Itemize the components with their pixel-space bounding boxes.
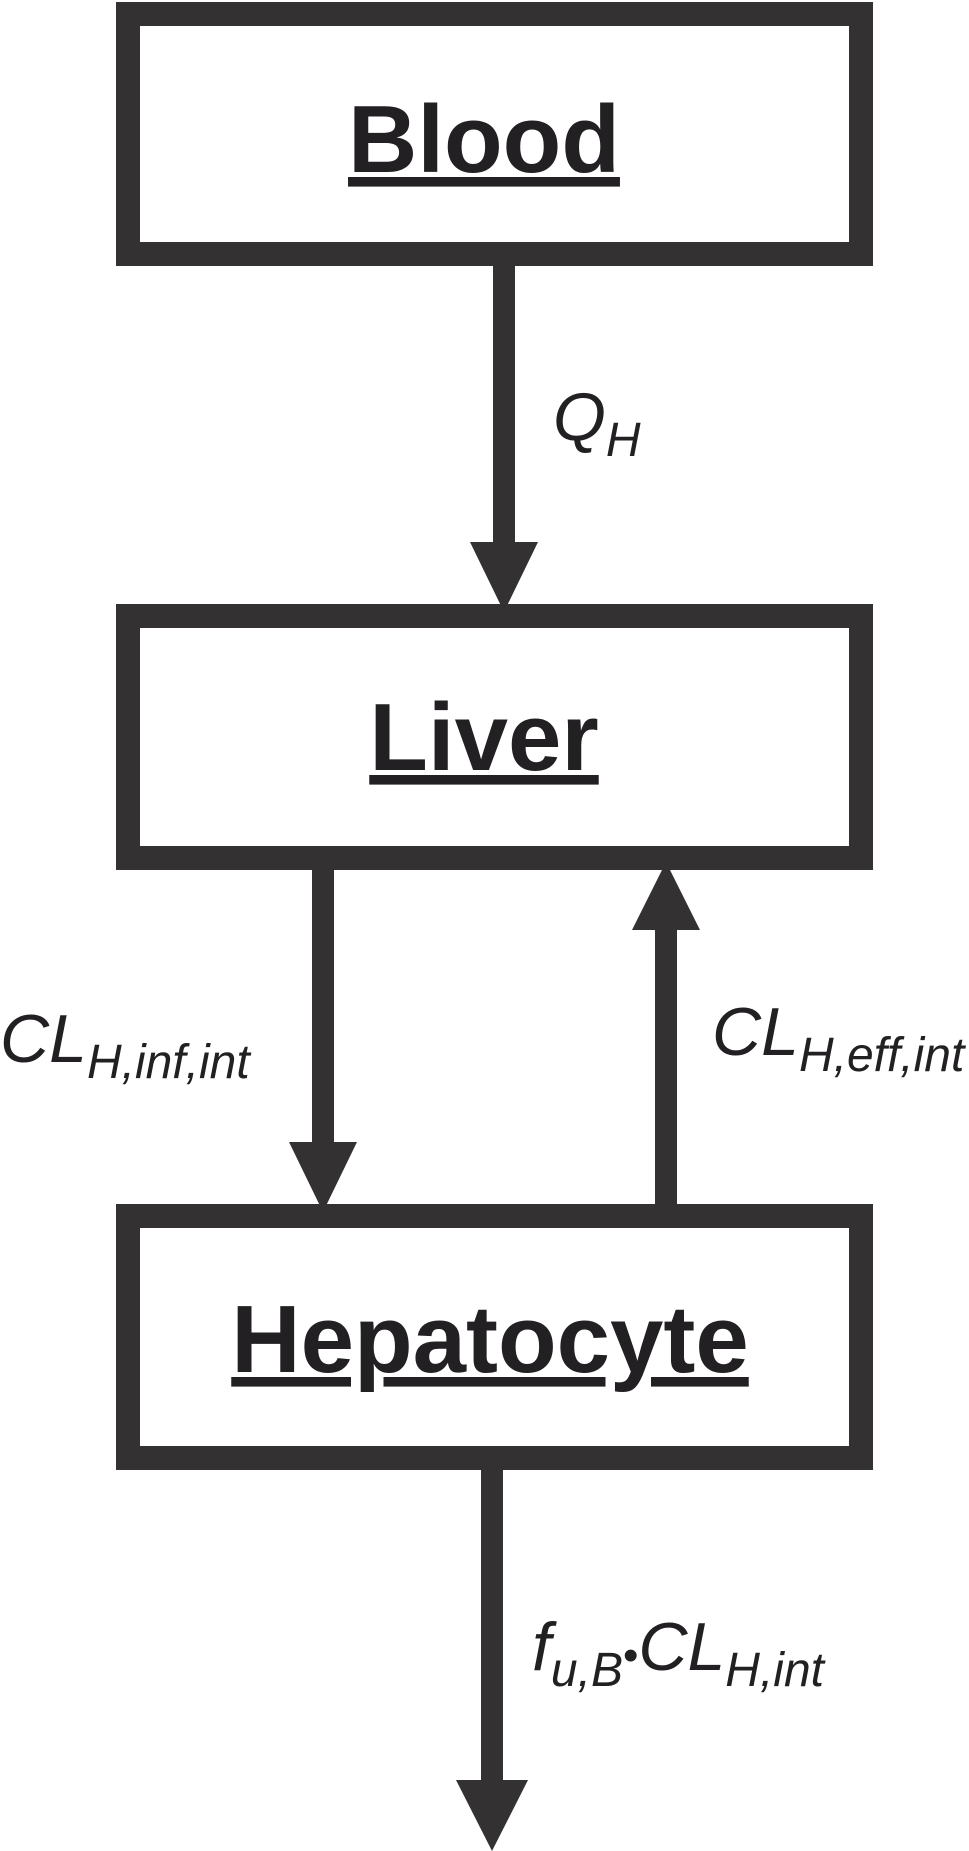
arrow-influx xyxy=(289,858,357,1212)
hepatocyte-label: Hepatocyte xyxy=(231,1286,749,1393)
blood-box: Blood xyxy=(116,2,873,266)
hepatocyte-box: Hepatocyte xyxy=(116,1204,873,1470)
label-hepatic-blood-flow: QH xyxy=(553,379,641,467)
blood-label: Blood xyxy=(348,86,620,193)
liver-label: Liver xyxy=(369,684,598,791)
arrow-intrinsic-clearance xyxy=(456,1458,528,1851)
liver-box: Liver xyxy=(116,604,873,870)
arrow-blood-to-liver xyxy=(470,254,538,612)
arrow-efflux xyxy=(632,862,700,1216)
label-intrinsic-clearance: fu,B•CLH,int xyxy=(532,1609,826,1697)
label-influx-clearance: CLH,inf,int xyxy=(0,1001,251,1089)
label-efflux-clearance: CLH,eff,int xyxy=(712,994,966,1082)
